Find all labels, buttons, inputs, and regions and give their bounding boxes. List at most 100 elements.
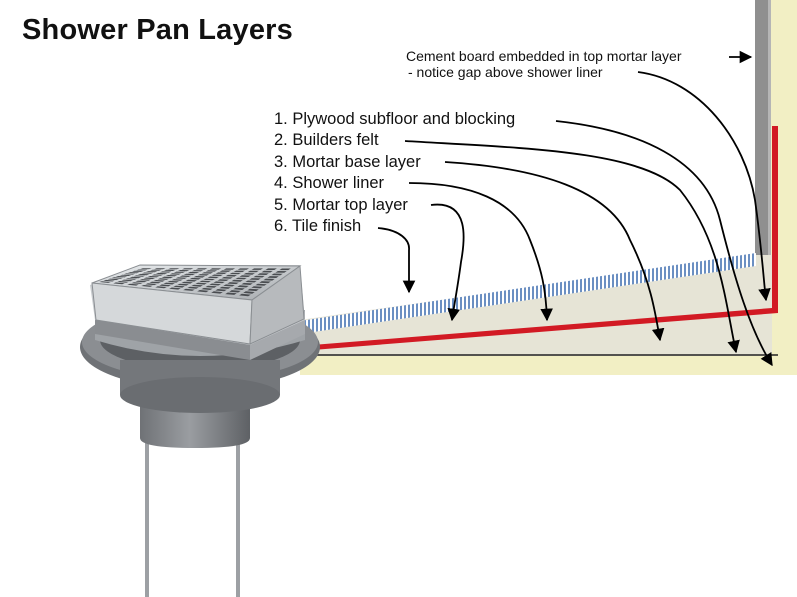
grate-hole bbox=[173, 285, 185, 288]
grate-hole bbox=[239, 275, 251, 277]
grate-hole bbox=[179, 275, 192, 277]
grate-hole bbox=[185, 279, 197, 282]
leader-cement-gap bbox=[637, 71, 771, 302]
grate-hole bbox=[259, 281, 271, 284]
grate-hole bbox=[195, 268, 208, 270]
grate-hole bbox=[173, 271, 186, 273]
grate-hole bbox=[263, 278, 275, 281]
leader-mortar-base bbox=[444, 161, 665, 342]
grate-hole bbox=[245, 280, 257, 283]
grate-hole bbox=[131, 282, 143, 284]
grate-hole bbox=[233, 287, 245, 290]
grate-hole bbox=[181, 268, 194, 270]
grate-hole bbox=[117, 281, 129, 283]
grate-hole bbox=[199, 280, 211, 283]
grate-hole bbox=[187, 271, 200, 274]
grate-hole bbox=[129, 276, 142, 279]
grate-hole bbox=[275, 271, 287, 273]
grate-hole bbox=[229, 290, 241, 293]
grate-hole bbox=[163, 269, 176, 271]
grate-hole bbox=[223, 268, 236, 270]
grate-hole bbox=[103, 279, 115, 282]
grate-hole bbox=[225, 274, 237, 277]
grate-hole bbox=[213, 281, 225, 284]
grate-hole bbox=[237, 285, 249, 288]
grate-hole bbox=[127, 283, 139, 286]
grate-hole bbox=[141, 285, 153, 287]
grate-hole bbox=[197, 274, 210, 276]
grate-hole bbox=[217, 279, 229, 281]
grate-hole bbox=[225, 292, 237, 295]
grate-hole bbox=[187, 286, 199, 289]
grate-hole bbox=[193, 276, 206, 278]
grate-hole bbox=[201, 287, 213, 290]
grate-hole bbox=[253, 275, 265, 278]
grate-hole bbox=[219, 286, 231, 289]
leader-tile-finish bbox=[377, 227, 416, 294]
grate-hole bbox=[153, 280, 165, 282]
grate-hole bbox=[267, 276, 279, 278]
grate-hole bbox=[145, 283, 157, 286]
grate-hole bbox=[215, 272, 228, 274]
grate-hole bbox=[115, 276, 128, 278]
grate-hole bbox=[133, 275, 146, 277]
grate-hole bbox=[251, 268, 263, 270]
grate-hole bbox=[127, 272, 140, 274]
grate-hole bbox=[255, 283, 267, 286]
grate-hole bbox=[271, 273, 283, 276]
grate-hole bbox=[243, 291, 255, 294]
grate-hole bbox=[221, 277, 233, 279]
layer-label-mortar-top: 5. Mortar top layer bbox=[274, 196, 408, 214]
grate-hole bbox=[261, 270, 273, 273]
grate-hole bbox=[167, 280, 179, 283]
page-title: Shower Pan Layers bbox=[22, 14, 293, 46]
grate-hole bbox=[171, 279, 183, 281]
grate-hole bbox=[139, 279, 151, 281]
cement-note-line2: - notice gap above shower liner bbox=[408, 64, 603, 80]
grate-hole bbox=[235, 277, 247, 280]
grate-hole bbox=[155, 286, 167, 289]
grate-hole bbox=[229, 272, 241, 275]
cement-note-line1: Cement board embedded in top mortar laye… bbox=[406, 48, 682, 64]
drain-grate-holes bbox=[99, 268, 291, 297]
grate-hole bbox=[205, 270, 218, 272]
grate-hole bbox=[141, 272, 154, 274]
grate-hole bbox=[251, 286, 263, 289]
grate-hole bbox=[145, 271, 158, 273]
grate-hole bbox=[154, 268, 166, 270]
grate-hole bbox=[159, 271, 172, 273]
grate-hole bbox=[241, 282, 253, 285]
grate-hole bbox=[161, 276, 174, 279]
grate-hole bbox=[135, 280, 147, 283]
layer-label-builders-felt: 2. Builders felt bbox=[274, 131, 379, 149]
grate-hole bbox=[165, 275, 178, 277]
grate-hole bbox=[151, 274, 164, 276]
grate-hole bbox=[143, 277, 156, 280]
grate-hole bbox=[231, 279, 243, 282]
grate-hole bbox=[169, 273, 182, 275]
grate-hole bbox=[247, 288, 259, 292]
grate-hole bbox=[168, 268, 180, 270]
grate-hole bbox=[119, 274, 132, 276]
grate-hole bbox=[125, 278, 137, 280]
grate-hole bbox=[155, 272, 168, 275]
grate-hole bbox=[111, 277, 124, 279]
grate-hole bbox=[247, 270, 259, 273]
grate-hole bbox=[205, 285, 217, 288]
grate-hole bbox=[207, 276, 219, 279]
grate-hole bbox=[183, 288, 195, 291]
grate-hole bbox=[233, 270, 245, 273]
grate-hole bbox=[197, 290, 209, 293]
grate-hole bbox=[265, 268, 277, 270]
grate-hole bbox=[157, 278, 169, 280]
grate-hole bbox=[123, 273, 136, 275]
leader-shower-liner bbox=[408, 182, 553, 322]
grate-hole bbox=[136, 269, 148, 271]
grate-hole bbox=[140, 268, 152, 270]
grate-hole bbox=[113, 282, 125, 285]
grate-hole bbox=[159, 284, 171, 287]
layer-label-plywood: 1. Plywood subfloor and blocking bbox=[274, 110, 516, 128]
grate-hole bbox=[163, 282, 175, 285]
grate-hole bbox=[219, 270, 232, 272]
